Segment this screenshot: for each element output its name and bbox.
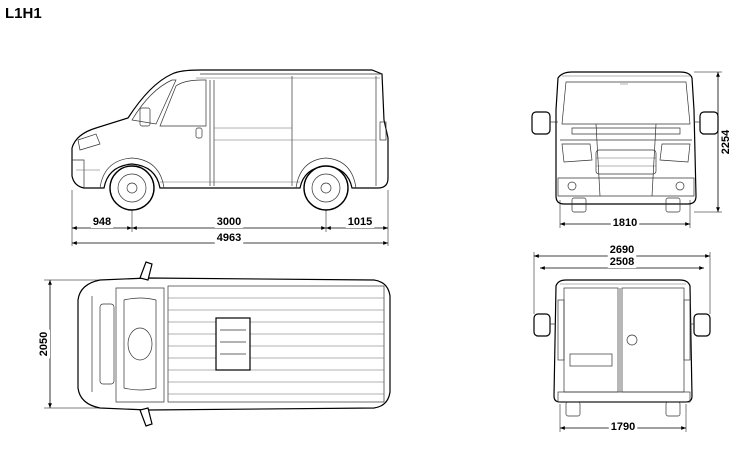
front-track-label: 1810 [613,217,637,229]
height-label: 2254 [720,129,732,154]
van-side-silhouette [71,69,389,189]
rear-track-label: 1790 [611,421,635,433]
mirrors-folded-width-label: 2508 [610,256,634,268]
van-rear-silhouette [533,279,711,417]
total-length-label: 4963 [217,232,241,244]
van-top-silhouette [77,261,391,427]
wheelbase-label: 3000 [217,216,241,228]
total-length-dimension: 4963 [72,232,388,245]
front-overhang-dimension: 948 [72,216,132,230]
side-view: 948 3000 1015 4963 [71,69,389,246]
front-overhang-label: 948 [93,216,111,228]
van-front-silhouette [531,71,719,213]
mirrors-width-label: 2690 [610,244,634,256]
rear-view: 2690 2508 1790 [533,244,711,433]
front-view: 2254 1810 [531,71,732,229]
width-dimension: 2050 [38,280,52,408]
rear-wheel-side [303,165,349,211]
model-code-title: L1H1 [5,5,42,22]
rear-overhang-dimension: 1015 [326,216,388,230]
wheelbase-dimension: 3000 [132,216,326,230]
front-wheel-side [109,165,155,211]
rear-track-dimension: 1790 [560,421,686,433]
height-dimension: 2254 [716,72,732,212]
rear-overhang-label: 1015 [348,216,372,228]
width-label: 2050 [38,332,50,356]
mirrors-folded-width-dimension: 2508 [540,256,704,270]
top-view: 2050 [38,261,391,427]
mirrors-width-dimension: 2690 [534,244,710,258]
front-track-dimension: 1810 [560,217,690,229]
